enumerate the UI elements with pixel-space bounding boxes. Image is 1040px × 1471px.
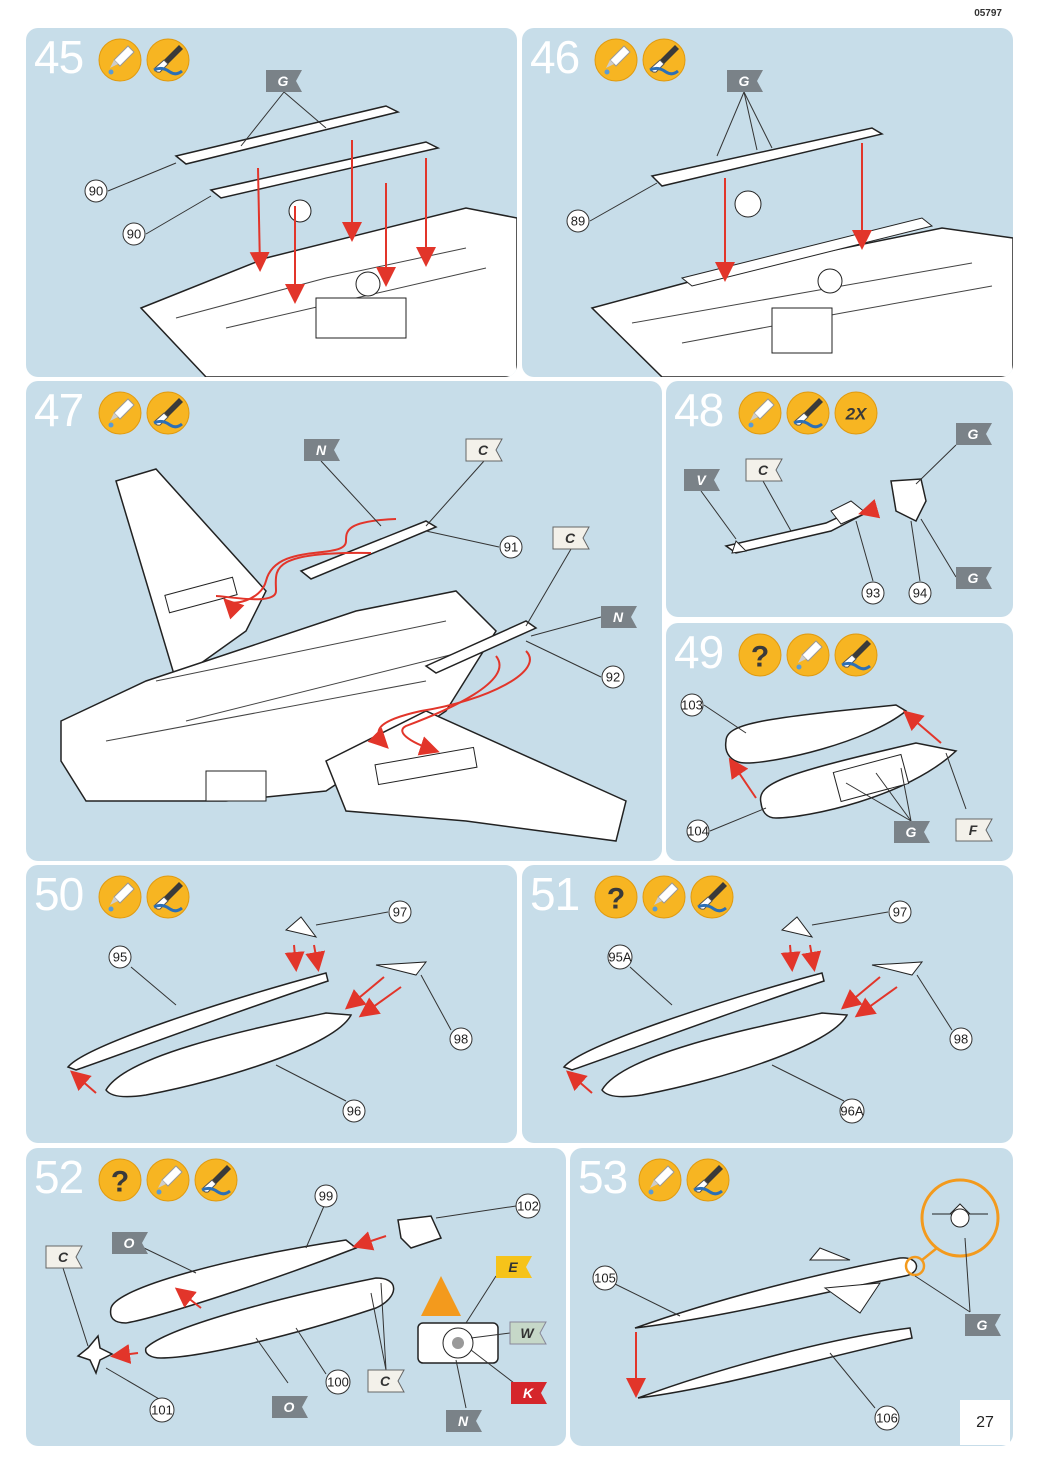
part-number: 94 bbox=[913, 586, 927, 601]
part-number: 91 bbox=[504, 540, 518, 555]
flag-label: G bbox=[968, 570, 979, 586]
flag-label: C bbox=[380, 1373, 391, 1389]
step-48-panel: 48 2X G V C G 93 94 bbox=[666, 381, 1013, 617]
flag-label: N bbox=[458, 1413, 469, 1429]
part-number: 92 bbox=[606, 670, 620, 685]
step-number: 51 bbox=[530, 868, 580, 920]
part-number: 98 bbox=[954, 1032, 968, 1047]
multiplier-label: 2X bbox=[845, 405, 868, 424]
flag-label: V bbox=[696, 472, 707, 488]
part-number: 100 bbox=[327, 1375, 349, 1390]
flag-label: O bbox=[284, 1399, 295, 1415]
flag-label: G bbox=[968, 426, 979, 442]
part-number: 90 bbox=[89, 184, 103, 199]
flag-label: O bbox=[124, 1235, 135, 1251]
step-49-panel: 49 G F 103 104 bbox=[666, 623, 1013, 861]
page-number: 27 bbox=[960, 1400, 1010, 1445]
step-47-drawing: N C C N 91 92 bbox=[60, 438, 637, 842]
step-51-panel: 51 97 95A 98 96A bbox=[522, 865, 1013, 1143]
part-number: 97 bbox=[893, 905, 907, 920]
step-47-panel: 47 N C C N bbox=[26, 381, 662, 861]
part-number: 101 bbox=[151, 1403, 173, 1418]
step-48-drawing: G V C G 93 94 bbox=[684, 423, 992, 605]
step-50-drawing: 97 95 98 96 bbox=[66, 900, 473, 1123]
part-number: 106 bbox=[876, 1411, 898, 1426]
flag-label: N bbox=[316, 442, 327, 458]
multiplier-badge-icon: 2X bbox=[834, 391, 878, 435]
flag-label: G bbox=[739, 73, 750, 89]
step-53-drawing: G 105 106 bbox=[592, 1178, 1001, 1431]
document-code: 05797 bbox=[974, 8, 1002, 19]
step-number: 45 bbox=[34, 31, 84, 83]
step-number: 53 bbox=[578, 1151, 628, 1203]
part-number: 99 bbox=[319, 1189, 333, 1204]
flag-label: G bbox=[278, 73, 289, 89]
flag-label: E bbox=[508, 1259, 518, 1275]
flag-label: K bbox=[523, 1385, 534, 1401]
flag-label: C bbox=[478, 442, 489, 458]
part-number: 97 bbox=[393, 905, 407, 920]
step-45-drawing: G 90 90 bbox=[84, 70, 517, 377]
flag-label: F bbox=[969, 822, 978, 838]
flag-label: W bbox=[520, 1325, 535, 1341]
step-50-panel: 50 97 95 98 96 bbox=[26, 865, 517, 1143]
part-number: 96A bbox=[840, 1104, 863, 1119]
part-number: 95 bbox=[113, 950, 127, 965]
flag-label: C bbox=[58, 1249, 69, 1265]
flag-label: G bbox=[906, 824, 917, 840]
flag-label: C bbox=[758, 462, 769, 478]
step-51-drawing: 97 95A 98 96A bbox=[562, 900, 973, 1124]
step-53-panel: 53 G 105 106 bbox=[570, 1148, 1013, 1446]
step-52-panel: 52 C O E W K N bbox=[26, 1148, 566, 1446]
step-number: 52 bbox=[34, 1151, 84, 1203]
flag-label: G bbox=[977, 1317, 988, 1333]
part-number: 93 bbox=[866, 586, 880, 601]
part-number: 90 bbox=[127, 227, 141, 242]
flag-label: C bbox=[565, 530, 576, 546]
part-number: 104 bbox=[687, 824, 709, 839]
step-number: 46 bbox=[530, 31, 580, 83]
step-45-panel: 45 G 90 90 bbox=[26, 28, 517, 377]
step-46-panel: 46 G 89 bbox=[522, 28, 1013, 377]
part-number: 96 bbox=[347, 1104, 361, 1119]
part-number: 103 bbox=[681, 698, 703, 713]
part-number: 89 bbox=[571, 214, 585, 229]
step-number: 47 bbox=[34, 384, 84, 436]
part-number: 98 bbox=[454, 1032, 468, 1047]
step-number: 49 bbox=[674, 626, 724, 678]
step-49-drawing: G F 103 104 bbox=[680, 693, 993, 843]
step-52-drawing: C O E W K N O C 99 102 100 101 bbox=[45, 1184, 547, 1432]
flag-label: N bbox=[613, 609, 624, 625]
part-number: 95A bbox=[608, 950, 631, 965]
part-number: 102 bbox=[517, 1199, 539, 1214]
step-46-drawing: G 89 bbox=[566, 70, 1013, 377]
part-number: 105 bbox=[594, 1271, 616, 1286]
step-number: 50 bbox=[34, 868, 84, 920]
step-number: 48 bbox=[674, 384, 724, 436]
